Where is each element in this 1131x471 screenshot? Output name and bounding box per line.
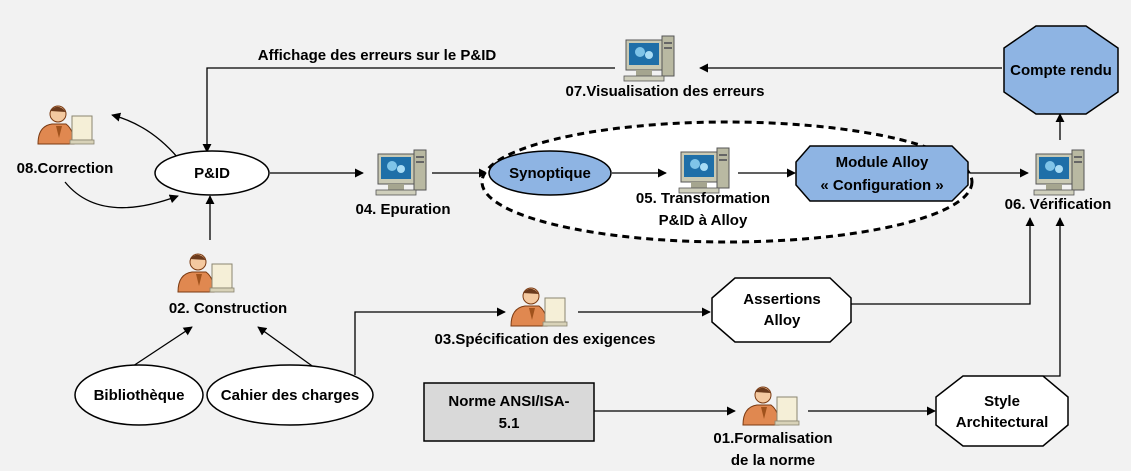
bibliotheque-label: Bibliothèque: [94, 387, 185, 404]
compte-rendu-label: Compte rendu: [1010, 62, 1112, 79]
step-06-label: 06. Vérification: [1005, 196, 1112, 213]
synoptique-label: Synoptique: [509, 165, 591, 182]
epuration-computer-icon: [375, 149, 427, 196]
edge-style-to-verification: [1043, 217, 1065, 377]
step-01-label-line1: 01.Formalisation: [713, 430, 832, 447]
norme-label-line1: Norme ANSI/ISA-: [448, 393, 569, 410]
step-05-label-line2: P&ID à Alloy: [659, 212, 748, 229]
cahier-des-charges-node: [206, 364, 374, 426]
specification-person-icon: [510, 287, 568, 327]
cahier-label: Cahier des charges: [221, 387, 359, 404]
assertions-label-line1: Assertions: [743, 291, 821, 308]
edge-bibliotheque-to-construction: [129, 326, 193, 369]
style-label-line1: Style: [984, 393, 1020, 410]
step-03-label: 03.Spécification des exigences: [435, 331, 656, 348]
step-01-label-line2: de la norme: [731, 452, 815, 469]
assertions-label-line2: Alloy: [764, 312, 801, 329]
step-05-label-line1: 05. Transformation: [636, 190, 770, 207]
step-08-label: 08.Correction: [17, 160, 114, 177]
compte-rendu-node: [1003, 25, 1119, 115]
pid-node: [154, 150, 270, 196]
edge-cahier-to-construction: [257, 326, 316, 369]
edge-visualisation-to-pid: [202, 67, 615, 153]
step-02-label: 02. Construction: [169, 300, 287, 317]
step-04-label: 04. Epuration: [355, 201, 450, 218]
bibliotheque-node: [74, 364, 204, 426]
norme-label-line2: 5.1: [499, 415, 520, 432]
step-07-label: 07.Visualisation des erreurs: [566, 83, 765, 100]
error-display-edge-label: Affichage des erreurs sur le P&ID: [258, 47, 497, 64]
edge-pid-to-correction: [111, 112, 179, 159]
synoptique-node: [488, 150, 612, 196]
module-alloy-label-line1: Module Alloy: [836, 154, 929, 171]
module-alloy-label-line2: « Configuration »: [820, 177, 943, 194]
edge-assertions-to-verification: [851, 217, 1035, 305]
norme-node: [423, 382, 595, 442]
assertions-alloy-node: [711, 277, 852, 343]
visualisation-computer-icon: [623, 35, 675, 82]
construction-person-icon: [177, 253, 235, 293]
correction-person-icon: [37, 105, 95, 145]
pid-label: P&ID: [194, 165, 230, 182]
formalisation-person-icon: [742, 386, 800, 426]
edge-correction-to-pid: [64, 181, 179, 209]
style-architectural-node: [935, 375, 1069, 447]
verification-computer-icon: [1033, 149, 1085, 196]
style-label-line2: Architectural: [956, 414, 1049, 431]
edge-cahier-to-specification: [354, 307, 506, 375]
module-alloy-node: [795, 145, 969, 202]
